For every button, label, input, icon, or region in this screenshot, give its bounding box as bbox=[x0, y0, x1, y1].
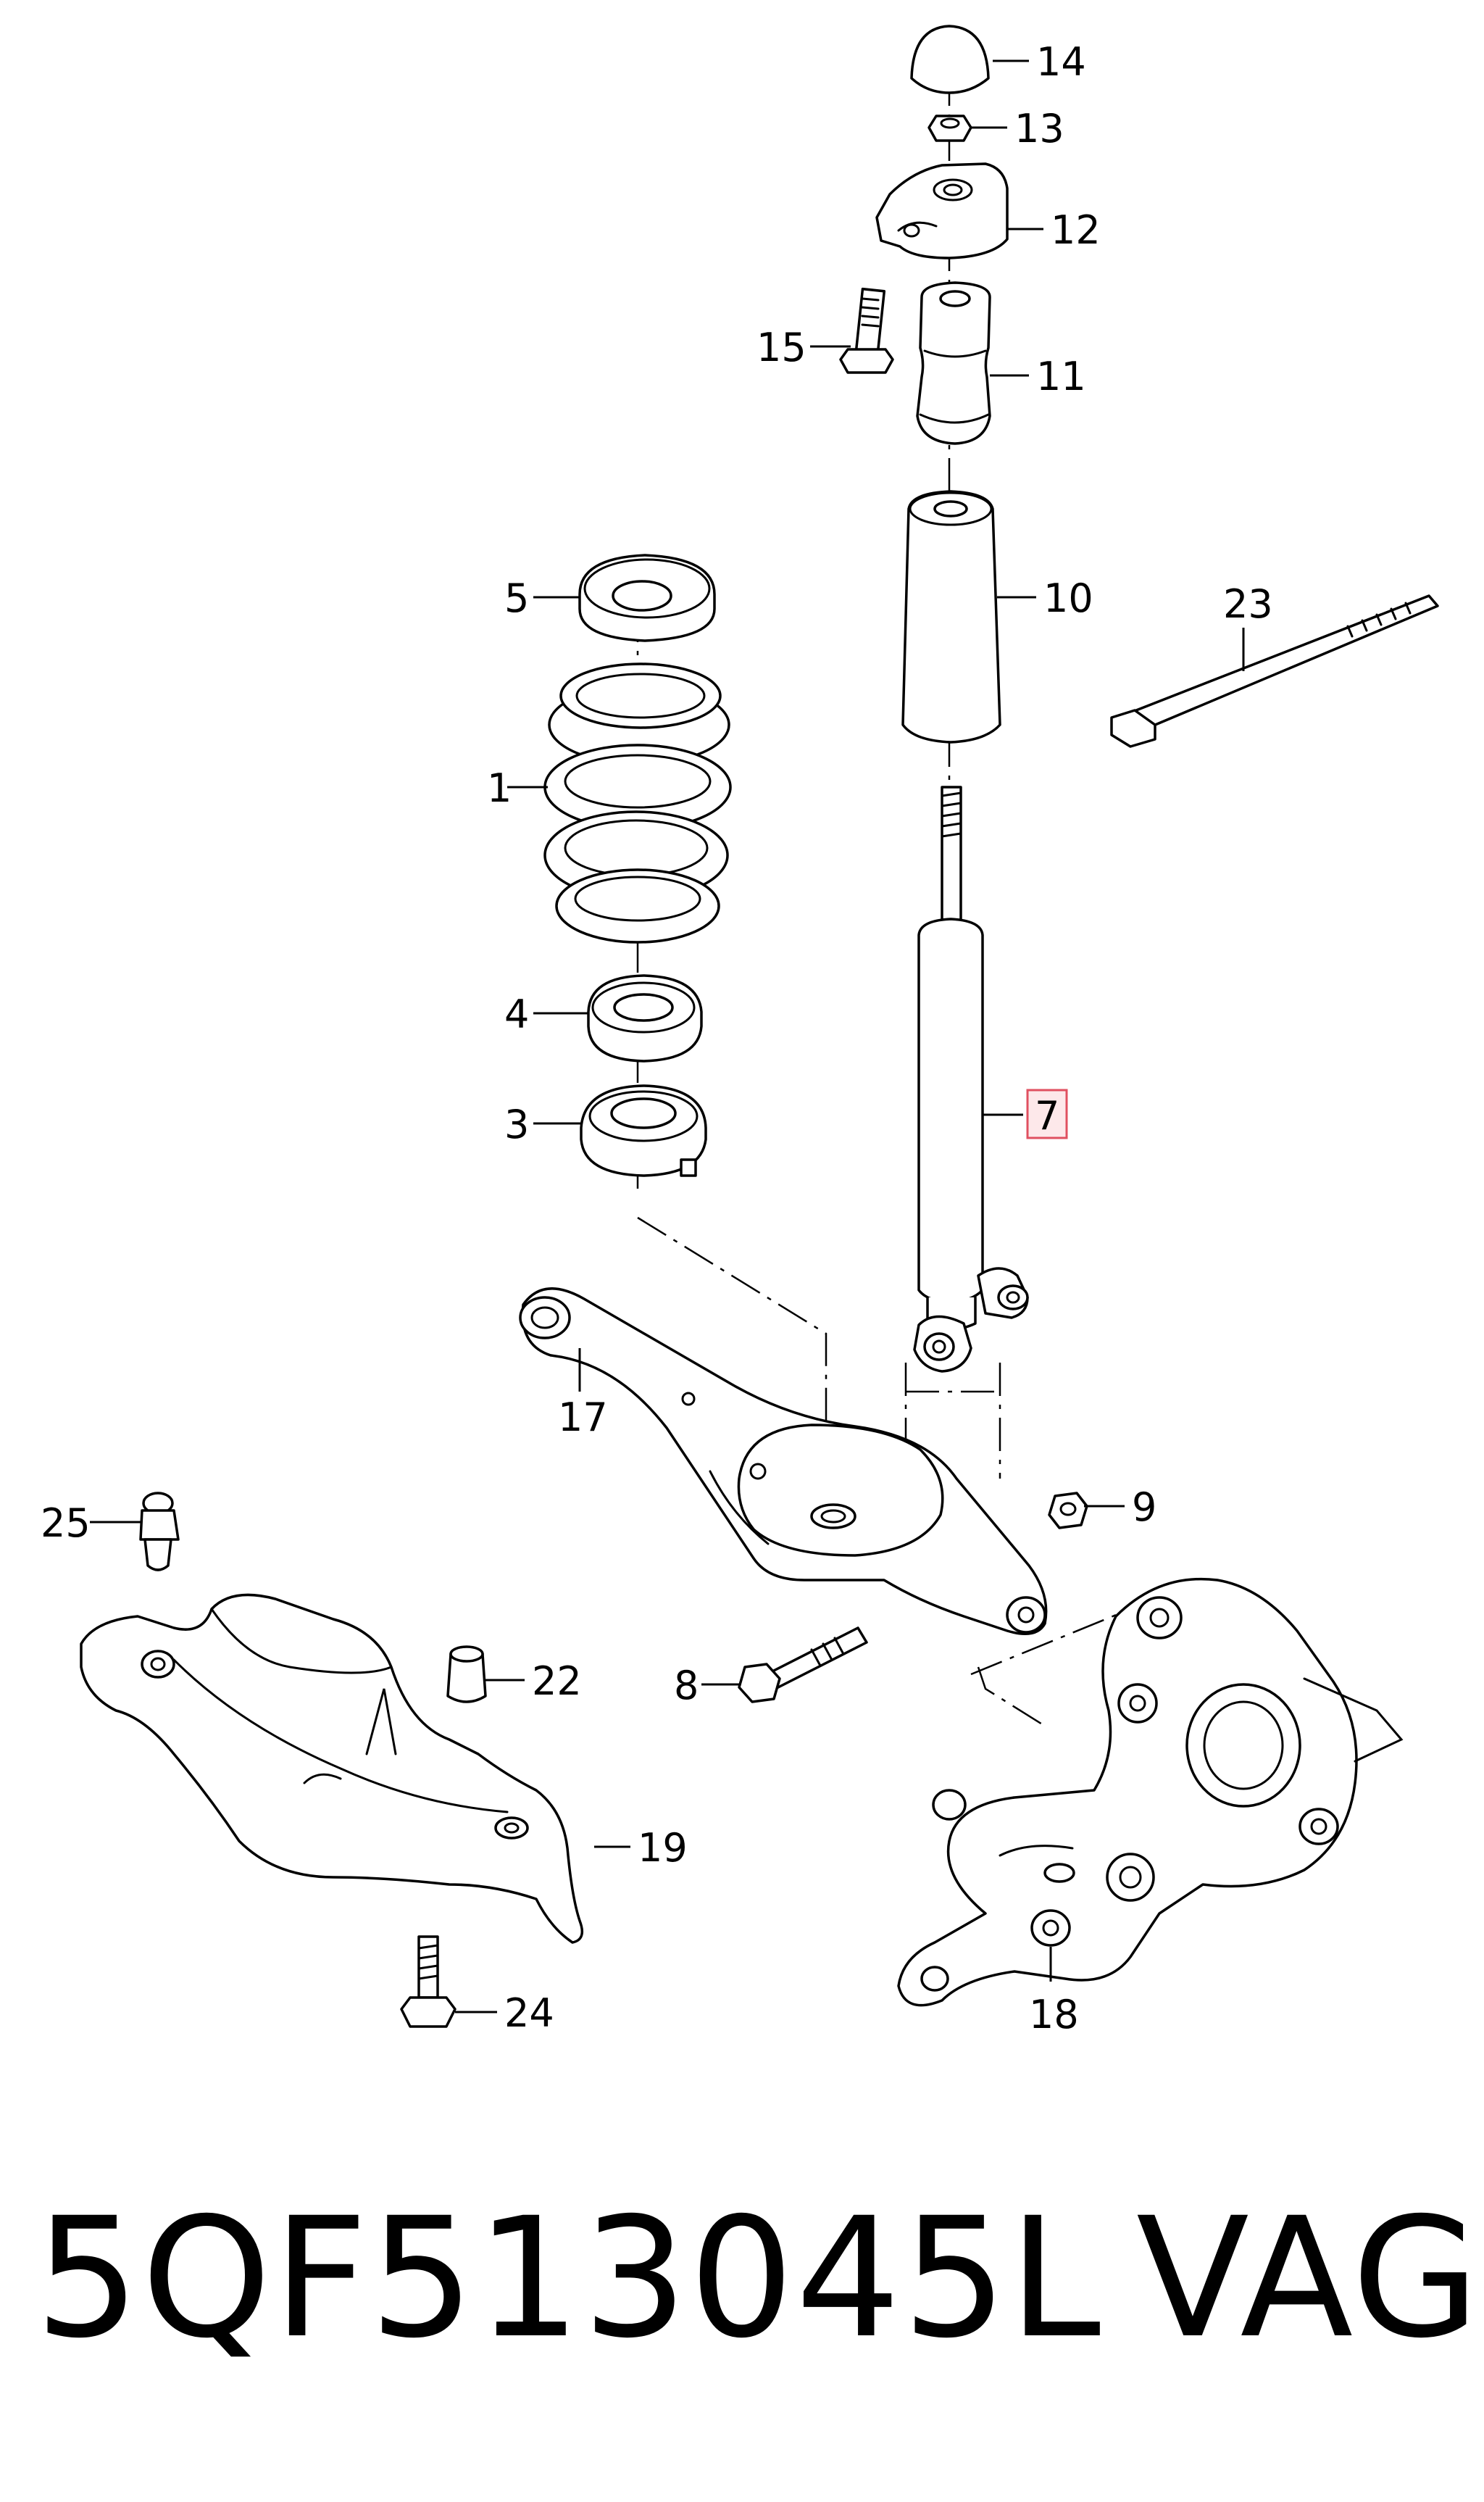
callout-3[interactable]: 3 bbox=[504, 1102, 529, 1147]
callout-23[interactable]: 22 bbox=[532, 1658, 582, 1704]
callout-15[interactable]: 15 bbox=[756, 325, 806, 370]
lower-spring-seat-part-3[interactable] bbox=[580, 1084, 707, 1177]
callout-12[interactable]: 12 bbox=[1051, 207, 1101, 253]
callout-8[interactable]: 8 bbox=[674, 1663, 699, 1708]
control-arm-part-17[interactable] bbox=[519, 1287, 1048, 1635]
clip-part-25[interactable] bbox=[139, 1492, 180, 1571]
stone-guard-part-22[interactable] bbox=[80, 1593, 584, 1944]
upper-spring-seat-part-5[interactable] bbox=[578, 554, 716, 642]
callout-17[interactable]: 17 bbox=[558, 1395, 608, 1440]
callout-11[interactable]: 11 bbox=[1036, 354, 1086, 399]
callout-labels: 14 13 12 15 11 10 5 1 4 3 23 7 17 9 25 2… bbox=[41, 39, 1273, 2037]
shock-absorber-part-7[interactable] bbox=[913, 786, 1029, 1373]
cap-part-14[interactable] bbox=[910, 25, 990, 94]
nut-part-9[interactable] bbox=[1048, 1492, 1088, 1529]
spring-pad-part-4[interactable] bbox=[587, 974, 703, 1063]
nut-part-23[interactable] bbox=[446, 1645, 487, 1703]
part-number: 5QF513045L bbox=[35, 2182, 1103, 2374]
callout-10[interactable]: 10 bbox=[1043, 575, 1093, 621]
cable-tie-part-19[interactable] bbox=[1110, 594, 1439, 748]
callout-7-highlight bbox=[1026, 1089, 1068, 1139]
bump-stop-part-11[interactable] bbox=[916, 281, 991, 445]
brand-name: VAG bbox=[1136, 2182, 1482, 2374]
callout-4[interactable]: 4 bbox=[504, 992, 529, 1037]
callout-22[interactable]: 19 bbox=[638, 1825, 688, 1871]
nut-part-13[interactable] bbox=[928, 115, 972, 142]
bolt-part-15[interactable] bbox=[839, 287, 894, 374]
callout-5[interactable]: 5 bbox=[504, 575, 529, 621]
footer-caption: 5QF513045L VAG bbox=[35, 2182, 1480, 2374]
strut-mount-part-12[interactable] bbox=[875, 162, 1009, 259]
leader-lines bbox=[90, 59, 1245, 2013]
callout-13[interactable]: 13 bbox=[1014, 106, 1064, 151]
callout-7[interactable]: 7 bbox=[1035, 1093, 1059, 1139]
callout-24[interactable]: 24 bbox=[504, 1990, 554, 2036]
dust-boot-part-10[interactable] bbox=[901, 490, 1001, 744]
callout-14[interactable]: 14 bbox=[1036, 39, 1086, 85]
callout-1[interactable]: 1 bbox=[487, 765, 512, 811]
bolt-part-8[interactable] bbox=[738, 1626, 868, 1703]
callout-25[interactable]: 25 bbox=[41, 1500, 91, 1546]
callout-19[interactable]: 23 bbox=[1223, 581, 1273, 627]
wheel-carrier-part-18[interactable] bbox=[897, 1577, 1404, 2007]
callout-9[interactable]: 9 bbox=[1132, 1484, 1156, 1530]
callout-18[interactable]: 18 bbox=[1029, 1992, 1079, 2037]
coil-spring-part-1[interactable] bbox=[543, 662, 732, 944]
bolt-part-24[interactable] bbox=[400, 1935, 457, 2028]
